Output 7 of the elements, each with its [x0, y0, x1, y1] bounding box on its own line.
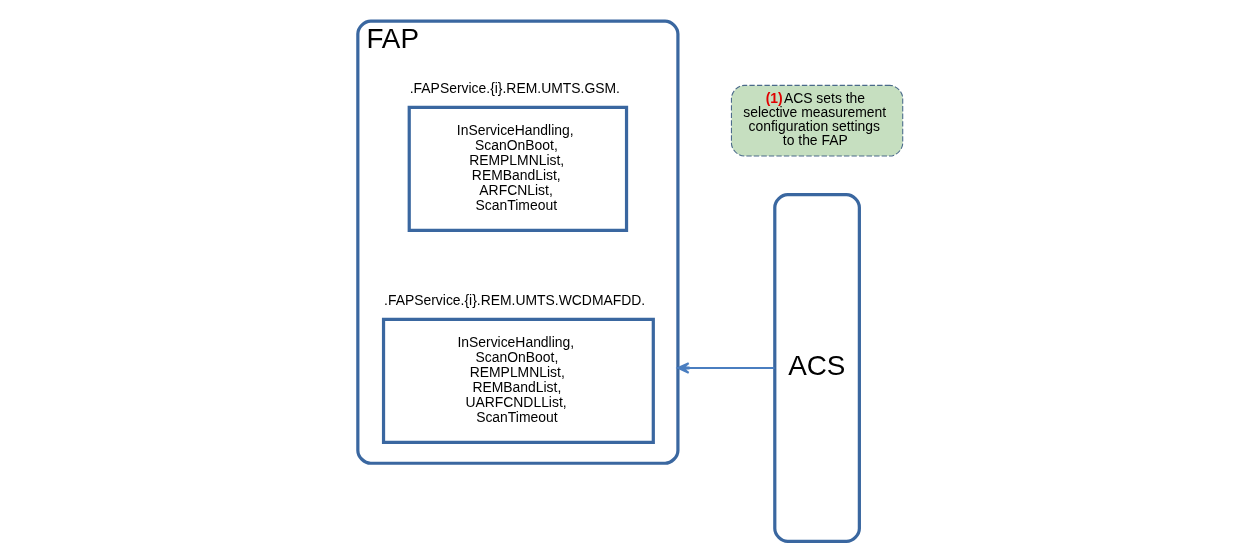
- node-box: InServiceHandling, ScanOnBoot, REMPLMNList, REMBandList, ARFCNList, ScanTimeout: [407, 105, 628, 233]
- node-box: InServiceHandling, ScanOnBoot, REMPLMNList, REMBandList, UARFCNDLList, ScanTimeout: [381, 317, 655, 444]
- node-label: .FAPService.{i}.REM.UMTS.GSM.: [409, 80, 620, 97]
- arrow: [676, 362, 775, 374]
- node-box: (1)ACS sets the selective measurement configuration settings to the FAP: [730, 84, 903, 157]
- node-box: ACS: [772, 192, 861, 543]
- node-label: .FAPService.{i}.REM.UMTS.WCDMAFDD.: [383, 292, 645, 309]
